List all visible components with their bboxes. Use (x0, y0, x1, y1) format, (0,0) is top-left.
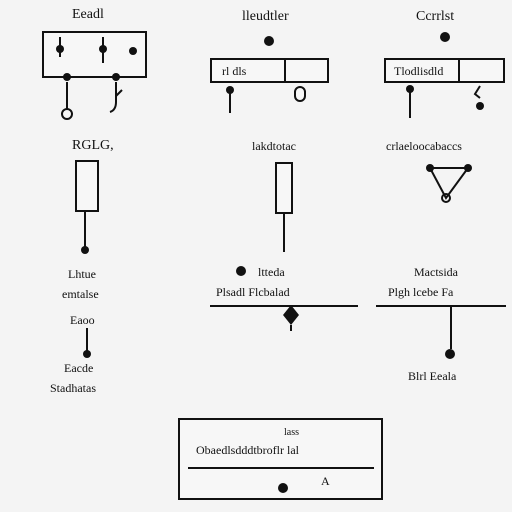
top-right-node-dot (440, 32, 450, 42)
mid-left-line2: emtalse (62, 287, 99, 301)
mid-left-lower-dot (83, 350, 91, 358)
right-lead-hook (109, 82, 123, 113)
top-middle-bar: rl dls (210, 58, 329, 83)
port-dot-right (112, 73, 120, 81)
top-left-title: Eeadl (72, 7, 104, 22)
mid-middle-tall-rect (275, 162, 293, 214)
mid-left-line1: Lhtue (68, 267, 96, 281)
mid-right-drop-dot (445, 349, 455, 359)
mid-middle-stem (283, 212, 285, 252)
top-middle-title: lleudtler (242, 9, 289, 24)
bottom-box-header: lass (284, 427, 299, 438)
top-middle-bar-divider (284, 60, 286, 81)
inner-bar-middle (102, 37, 104, 63)
mid-left-lower-stem (86, 328, 88, 352)
top-right-right-glyph (473, 85, 484, 110)
top-middle-right-terminal (294, 86, 306, 102)
bottom-caption-box: lass Obaedlsdddtbroflr lal A (178, 418, 383, 500)
mid-right-line1: Mactsida (414, 265, 458, 279)
top-right-left-stem (409, 92, 411, 118)
inner-dot-right (129, 47, 137, 55)
top-right-title: Ccrrlst (416, 9, 455, 24)
top-right-bar-label: Tlodlisdld (394, 64, 444, 78)
top-right-bar: Tlodlisdld (384, 58, 505, 83)
top-right-bar-divider (458, 60, 460, 81)
mid-right-triangle-network (426, 164, 472, 203)
mid-middle-bullet-dot (236, 266, 246, 276)
bottom-box-caption: Obaedlsdddtbroflr lal (196, 443, 299, 457)
mid-left-line4: Eacde (64, 361, 94, 375)
inner-bar-left (59, 37, 61, 57)
mid-middle-baseline (210, 305, 358, 307)
mid-right-title: crlaeloocabaccs (386, 139, 462, 153)
mid-right-baseline (376, 305, 506, 307)
left-lead-terminal (61, 108, 73, 120)
mid-middle-line1: ltteda (258, 265, 285, 279)
mid-middle-diamond-marker (283, 305, 299, 331)
left-lead-line (66, 82, 68, 110)
mid-left-stem-dot (81, 246, 89, 254)
mid-right-footer: Blrl Eeala (408, 369, 457, 383)
mid-right-line2: Plgh lcebe Fa (388, 285, 454, 299)
mid-left-line3: Eaoo (70, 313, 95, 327)
mid-left-title: RGLG, (72, 138, 114, 153)
mid-left-tall-rect (75, 160, 99, 212)
port-dot-left (63, 73, 71, 81)
top-right-left-drop (406, 85, 414, 93)
mid-left-stem (84, 210, 86, 248)
bottom-box-dot (278, 483, 288, 493)
mid-middle-title: lakdtotac (252, 139, 296, 153)
bottom-box-value: A (321, 474, 330, 488)
mid-left-line5: Stadhatas (50, 381, 96, 395)
top-middle-left-drop (226, 86, 234, 94)
top-middle-node-dot (264, 36, 274, 46)
bottom-box-rule (188, 467, 374, 469)
top-left-device-box (42, 31, 147, 78)
top-middle-left-stem (229, 93, 231, 113)
mid-right-drop-line (450, 305, 452, 349)
top-middle-bar-label: rl dls (222, 64, 247, 78)
mid-middle-line2: Plsadl Flcbalad (216, 285, 290, 299)
